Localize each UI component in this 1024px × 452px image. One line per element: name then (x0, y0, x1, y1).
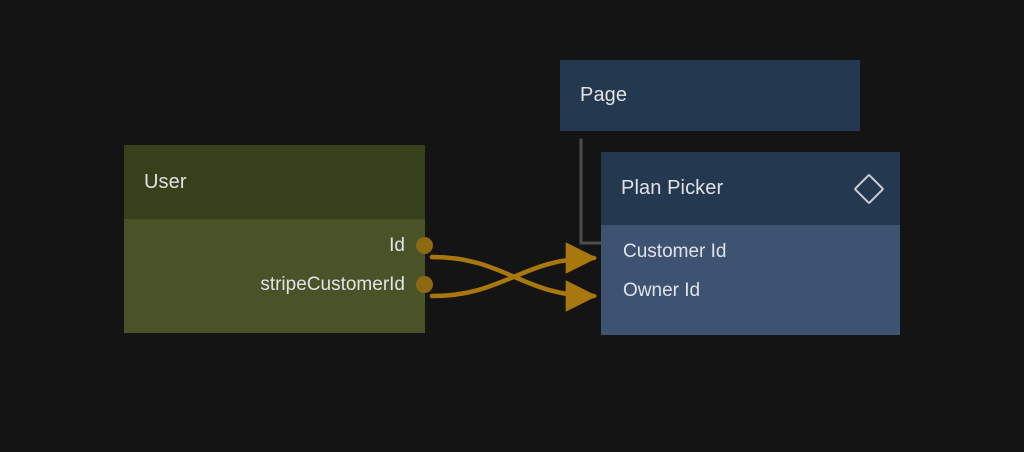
diamond-icon (853, 172, 885, 205)
node-plan-picker-body: Customer Id Owner Id (601, 225, 900, 335)
node-user-header[interactable]: User (124, 145, 425, 219)
node-plan-picker-header[interactable]: Plan Picker (601, 152, 900, 225)
containment-connector (579, 138, 602, 245)
port-dot-id[interactable] (416, 237, 433, 254)
node-user-body: Id stripeCustomerId (124, 219, 433, 333)
field-label-stripecustomerid: stripeCustomerId (260, 274, 405, 295)
port-dot-stripecustomerid[interactable] (416, 276, 433, 293)
node-page-title: Page (580, 84, 628, 106)
field-row[interactable]: stripeCustomerId (260, 272, 405, 298)
field-row[interactable]: Customer Id (623, 239, 726, 265)
field-label-id: Id (389, 235, 405, 256)
field-label-customer-id: Customer Id (623, 241, 727, 262)
node-page-header[interactable]: Page (560, 60, 860, 131)
field-row[interactable]: Id (389, 233, 405, 259)
edge-id-to-owner (429, 254, 598, 312)
node-plan-picker[interactable]: Plan Picker Customer Id Owner Id (601, 152, 900, 335)
node-user-title: User (144, 170, 187, 193)
field-label-owner-id: Owner Id (623, 280, 701, 301)
node-plan-picker-title: Plan Picker (621, 177, 724, 199)
node-page[interactable]: Page (560, 60, 860, 131)
edge-stripecustomerid-to-customer (429, 242, 598, 299)
node-user[interactable]: User Id stripeCustomerId (124, 145, 433, 333)
field-row[interactable]: Owner Id (623, 278, 700, 304)
